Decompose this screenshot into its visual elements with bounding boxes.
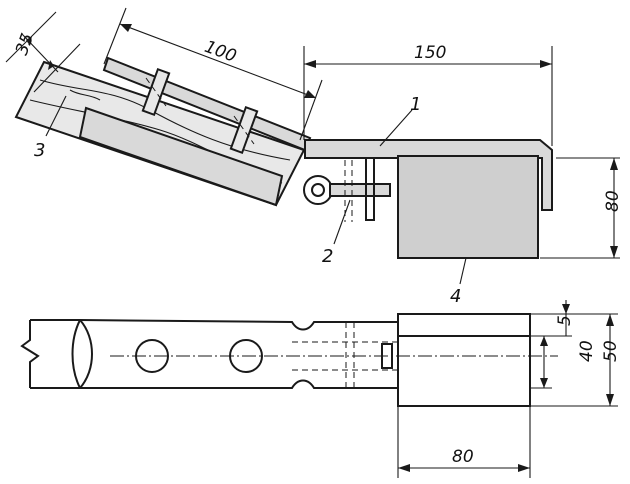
screw-left: [141, 67, 171, 117]
break-line: [20, 320, 40, 388]
label-2-text: 2: [322, 246, 333, 267]
dim-100-text: 100: [202, 37, 239, 67]
hinge-joint: [303, 157, 391, 222]
dim-80-side: 80: [540, 157, 623, 259]
dim-35-text: 35: [12, 31, 38, 58]
dim-80-side-text: 80: [603, 190, 623, 212]
dim-50: 50: [530, 313, 621, 407]
slotted-bar: [79, 319, 398, 389]
label-1-text: 1: [410, 94, 421, 115]
label-1: 1: [379, 94, 421, 147]
dim-5: 5: [530, 300, 575, 337]
upper-view: 35 100 150 80: [5, 7, 623, 307]
end-block: [397, 313, 531, 407]
label-4: 4: [450, 257, 467, 307]
dim-80-bottom: 80: [397, 406, 531, 478]
dim-5-text: 5: [555, 315, 575, 326]
label-2: 2: [322, 199, 351, 267]
lower-view: 5 40 50 80: [20, 300, 621, 478]
screw-right: [229, 105, 259, 155]
dim-80-bottom-text: 80: [452, 447, 474, 467]
dim-40-text: 40: [577, 340, 597, 362]
label-4-text: 4: [450, 286, 461, 307]
dim-150: 150: [303, 43, 553, 146]
dim-150-text: 150: [414, 43, 446, 63]
lower-plate: [78, 106, 284, 207]
label-3-text: 3: [34, 140, 45, 161]
dim-50-text: 50: [601, 340, 621, 362]
label-3: 3: [34, 95, 67, 161]
wooden-block: [397, 155, 539, 259]
dim-40: 40: [530, 336, 597, 389]
